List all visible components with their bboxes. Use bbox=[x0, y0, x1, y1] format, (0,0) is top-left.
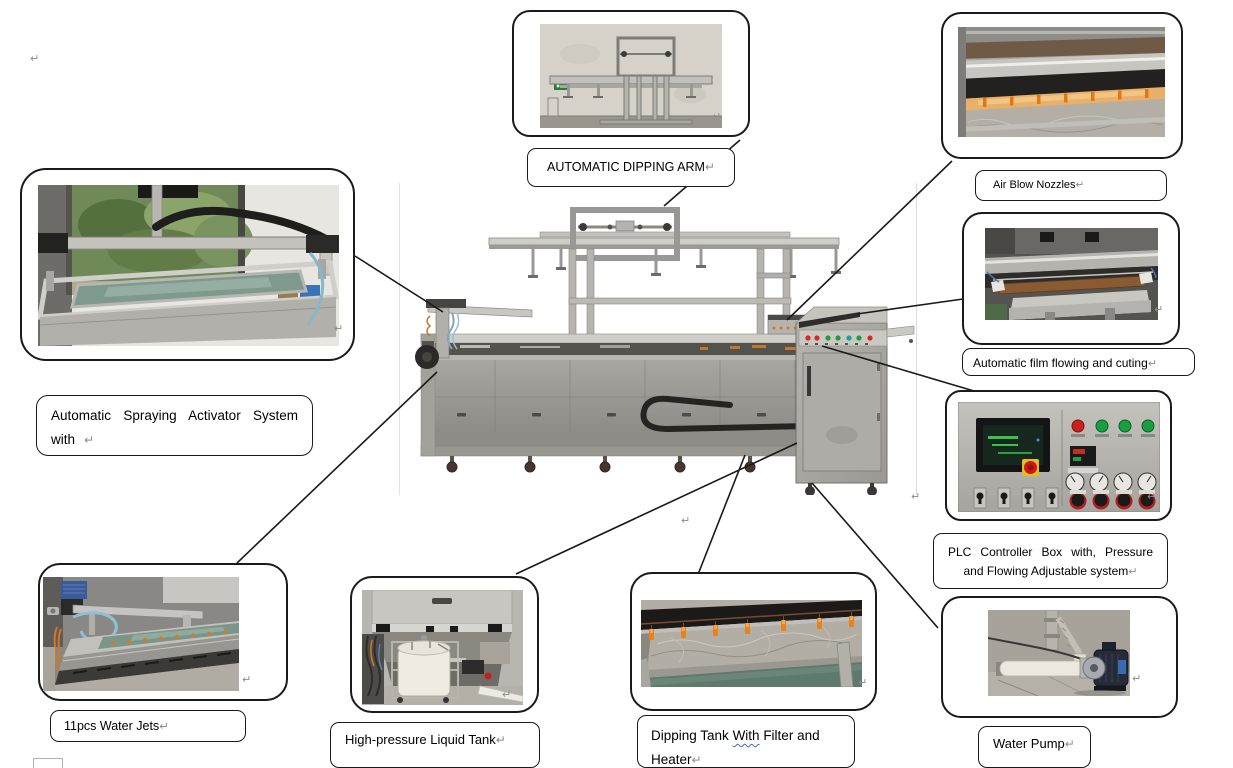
photo-automatic-dipping-arm bbox=[540, 24, 722, 128]
label-text-line2: with↵ bbox=[51, 432, 95, 447]
machine-casters bbox=[446, 456, 826, 473]
paragraph-mark: ↵ bbox=[1064, 737, 1075, 751]
photo-dipping-tank-filter bbox=[641, 600, 862, 687]
spray-unit bbox=[415, 299, 533, 369]
label-text: 11pcs Water Jets bbox=[64, 719, 160, 733]
callout-frame-spray-activator: ↵ bbox=[20, 168, 355, 361]
cable-chain bbox=[640, 395, 858, 433]
dipping-arm-top-frame bbox=[570, 207, 680, 261]
label-air-blow-nozzles: Air Blow Nozzles↵ bbox=[975, 170, 1167, 201]
paragraph-mark: ↵ bbox=[911, 490, 921, 503]
paragraph-mark: ↵ bbox=[858, 676, 868, 689]
gantry-rail-shadow bbox=[489, 245, 839, 249]
callout-frame-air-blow bbox=[941, 12, 1183, 159]
callout-frame-water-pump: ↵ bbox=[941, 596, 1178, 718]
control-cabinet bbox=[795, 306, 915, 496]
label-text: High-pressure Liquid Tank bbox=[345, 732, 496, 747]
paragraph-mark: ↵ bbox=[159, 719, 169, 733]
paragraph-mark: ↵ bbox=[1132, 672, 1142, 685]
label-dip-tank: Dipping Tank With Filter and Heater↵ bbox=[637, 715, 855, 768]
paragraph-mark: ↵ bbox=[1128, 565, 1138, 578]
callout-frame-dip-tank: ↵ bbox=[630, 572, 877, 711]
callout-frame-hp-tank: ↵ bbox=[350, 576, 539, 713]
paragraph-mark: ↵ bbox=[30, 52, 40, 65]
label-text-line1: Dipping Tank With Filter and bbox=[651, 728, 820, 743]
photo-air-blow-nozzles bbox=[958, 27, 1165, 137]
paragraph-mark: ↵ bbox=[242, 673, 252, 686]
grammar-underlined-word: With bbox=[732, 728, 760, 743]
photo-film-flowing-cutting bbox=[985, 228, 1158, 320]
paragraph-mark: ↵ bbox=[1154, 303, 1164, 316]
gantry-upper-rail bbox=[539, 231, 791, 238]
label-plc-controller: PLC Controller Box with, Pressure and Fl… bbox=[933, 533, 1168, 589]
paragraph-mark: ↵ bbox=[691, 753, 702, 767]
paragraph-mark: ↵ bbox=[334, 322, 344, 335]
label-text-line2: and Flowing Adjustable system↵ bbox=[963, 564, 1138, 578]
label-hp-tank: High-pressure Liquid Tank↵ bbox=[330, 722, 540, 768]
label-text: Water Pump bbox=[993, 736, 1065, 751]
label-text: Air Blow Nozzles bbox=[993, 179, 1076, 191]
callout-frame-film-cut: ↵ bbox=[962, 212, 1180, 345]
label-text: Automatic film flowing and cuting bbox=[973, 356, 1148, 370]
paragraph-mark: ↵ bbox=[502, 688, 512, 701]
label-text-line1: Automatic Spraying Activator System bbox=[51, 408, 298, 423]
label-text: AUTOMATIC DIPPING ARM bbox=[547, 160, 705, 174]
paragraph-mark: ↵ bbox=[1075, 179, 1085, 191]
paragraph-mark: ↵ bbox=[495, 733, 506, 747]
label-spray-activator: Automatic Spraying Activator System with… bbox=[36, 395, 313, 456]
photo-plc-controller-box bbox=[958, 402, 1160, 512]
callout-frame-water-jets: ↵ bbox=[38, 563, 288, 701]
label-water-jets: 11pcs Water Jets↵ bbox=[50, 710, 246, 742]
callout-frame-plc: ↵ bbox=[945, 390, 1172, 521]
photo-high-pressure-liquid-tank bbox=[362, 590, 523, 705]
photo-water-pump bbox=[988, 610, 1130, 696]
photo-spraying-activator-system bbox=[38, 185, 339, 346]
callout-frame-dipping-arm: ↵ bbox=[512, 10, 750, 137]
machine-illustration bbox=[415, 207, 915, 496]
paragraph-mark: ↵ bbox=[84, 433, 95, 447]
gantry-rail bbox=[488, 237, 840, 246]
paragraph-mark: ↵ bbox=[1147, 357, 1157, 370]
label-automatic-dipping-arm: AUTOMATIC DIPPING ARM↵ bbox=[527, 148, 735, 187]
label-text-line1: PLC Controller Box with, Pressure bbox=[948, 545, 1153, 559]
label-film-flowing-cutting: Automatic film flowing and cuting↵ bbox=[962, 348, 1195, 376]
label-text-line2: Heater↵ bbox=[651, 752, 702, 767]
photo-water-jets bbox=[43, 577, 239, 691]
paragraph-mark: ↵ bbox=[1147, 490, 1157, 503]
paragraph-mark: ↵ bbox=[712, 110, 722, 123]
clipped-shape-fragment bbox=[33, 758, 63, 768]
machine-photo bbox=[399, 183, 917, 496]
paragraph-mark: ↵ bbox=[704, 160, 715, 174]
label-water-pump: Water Pump↵ bbox=[978, 726, 1091, 768]
paragraph-mark: ↵ bbox=[681, 514, 691, 527]
